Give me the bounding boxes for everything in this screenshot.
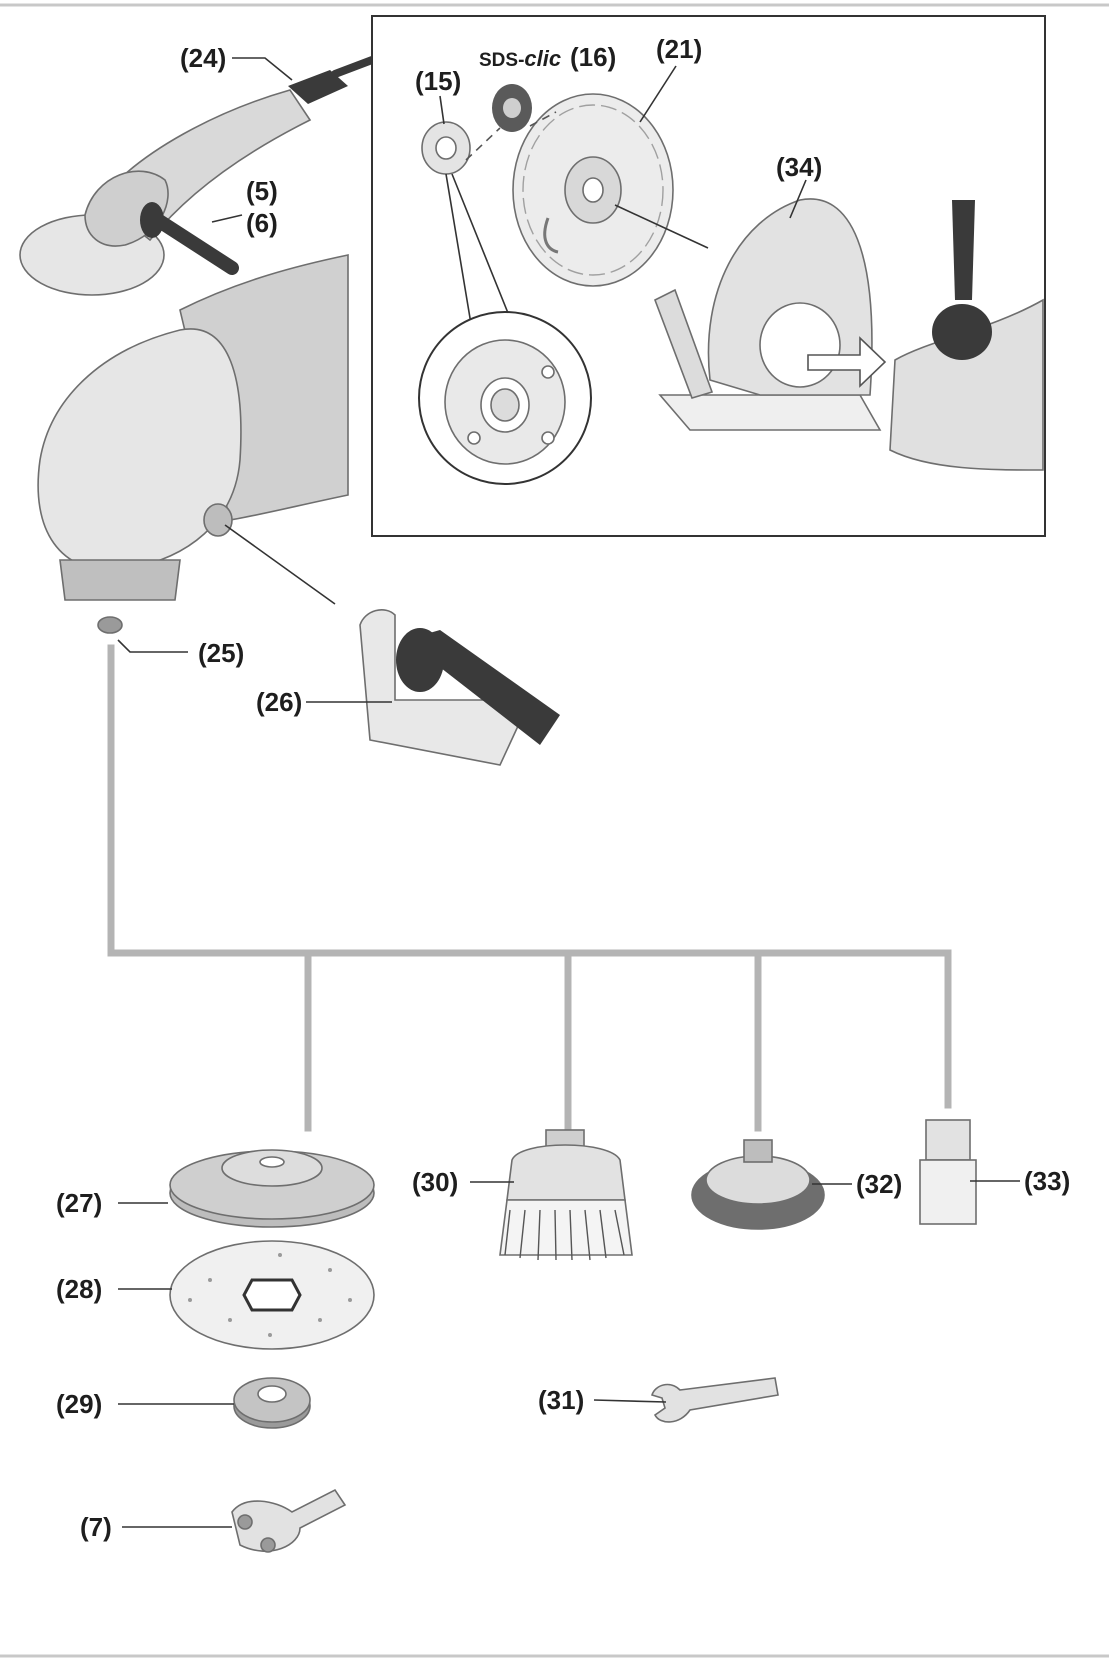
inset-handle-boot bbox=[932, 304, 992, 360]
two-pin-spanner bbox=[231, 1488, 347, 1553]
spindle-collar bbox=[59, 559, 181, 601]
guide-sled bbox=[658, 394, 882, 431]
label-30: (30) bbox=[412, 1167, 458, 1197]
assembly-dash-1 bbox=[465, 127, 501, 161]
extraction-cutting-guard bbox=[653, 198, 887, 431]
cup-wire-brush bbox=[499, 1129, 633, 1261]
brand-clic: clic bbox=[524, 46, 561, 71]
diamond-drill-bit bbox=[919, 1119, 977, 1225]
leader-disc-to-guard bbox=[614, 204, 709, 249]
label-16: (16) bbox=[570, 42, 616, 72]
label-7: (7) bbox=[80, 1512, 112, 1542]
spindle bbox=[97, 616, 123, 634]
leader-25 bbox=[117, 639, 188, 653]
label-29: (29) bbox=[56, 1389, 102, 1419]
flange-detail-magnifier bbox=[418, 173, 592, 485]
handle-boot bbox=[140, 202, 164, 238]
label-33: (33) bbox=[1024, 1166, 1070, 1196]
knotted-cup-brush bbox=[691, 1139, 825, 1230]
side-handle-boot bbox=[396, 628, 444, 692]
diamond-cutting-disc bbox=[512, 93, 674, 287]
leader-15 bbox=[439, 95, 445, 125]
label-6: (6) bbox=[246, 208, 278, 238]
label-34: (34) bbox=[776, 152, 822, 182]
cable-grip bbox=[288, 70, 348, 104]
leader-21 bbox=[639, 65, 677, 123]
grinder-head-large bbox=[37, 254, 349, 634]
side-handle-with-hand-guard bbox=[359, 609, 560, 766]
label-25: (25) bbox=[198, 638, 244, 668]
hand-guard-plate bbox=[359, 609, 532, 766]
leader-5-6 bbox=[211, 214, 243, 223]
accessory-connector-tree bbox=[107, 644, 952, 1132]
label-24: (24) bbox=[180, 43, 226, 73]
label-21: (21) bbox=[656, 34, 702, 64]
open-end-spanner bbox=[651, 1377, 779, 1423]
leader-31 bbox=[593, 1399, 667, 1403]
label-5: (5) bbox=[246, 176, 278, 206]
label-31: (31) bbox=[538, 1385, 584, 1415]
extraction-nozzle bbox=[653, 288, 714, 399]
label-26: (26) bbox=[256, 687, 302, 717]
guard-collar bbox=[759, 302, 841, 388]
leader-34 bbox=[789, 179, 807, 219]
label-32: (32) bbox=[856, 1169, 902, 1199]
power-cable bbox=[331, 56, 376, 78]
label-15: (15) bbox=[415, 66, 461, 96]
mounting-arrow bbox=[807, 336, 887, 388]
leader-thread-to-handle bbox=[224, 524, 336, 605]
label-27: (27) bbox=[56, 1188, 102, 1218]
sds-clic-nut bbox=[492, 84, 532, 132]
handle-thread bbox=[203, 503, 233, 537]
rubber-backing-pad bbox=[169, 1149, 375, 1228]
label-28: (28) bbox=[56, 1274, 102, 1304]
inset-side-handle bbox=[952, 200, 975, 300]
assembly-dash-2 bbox=[529, 111, 557, 127]
brand-sds: SDS-clic bbox=[479, 46, 561, 71]
leader-24 bbox=[232, 57, 293, 81]
grinder-head-inset bbox=[889, 200, 1044, 471]
fibre-sanding-sheet bbox=[169, 1240, 375, 1350]
angle-grinder-overview bbox=[19, 56, 376, 296]
brand-sds-prefix: SDS- bbox=[479, 50, 524, 71]
round-nut bbox=[233, 1377, 311, 1429]
flange-nut bbox=[421, 121, 471, 175]
